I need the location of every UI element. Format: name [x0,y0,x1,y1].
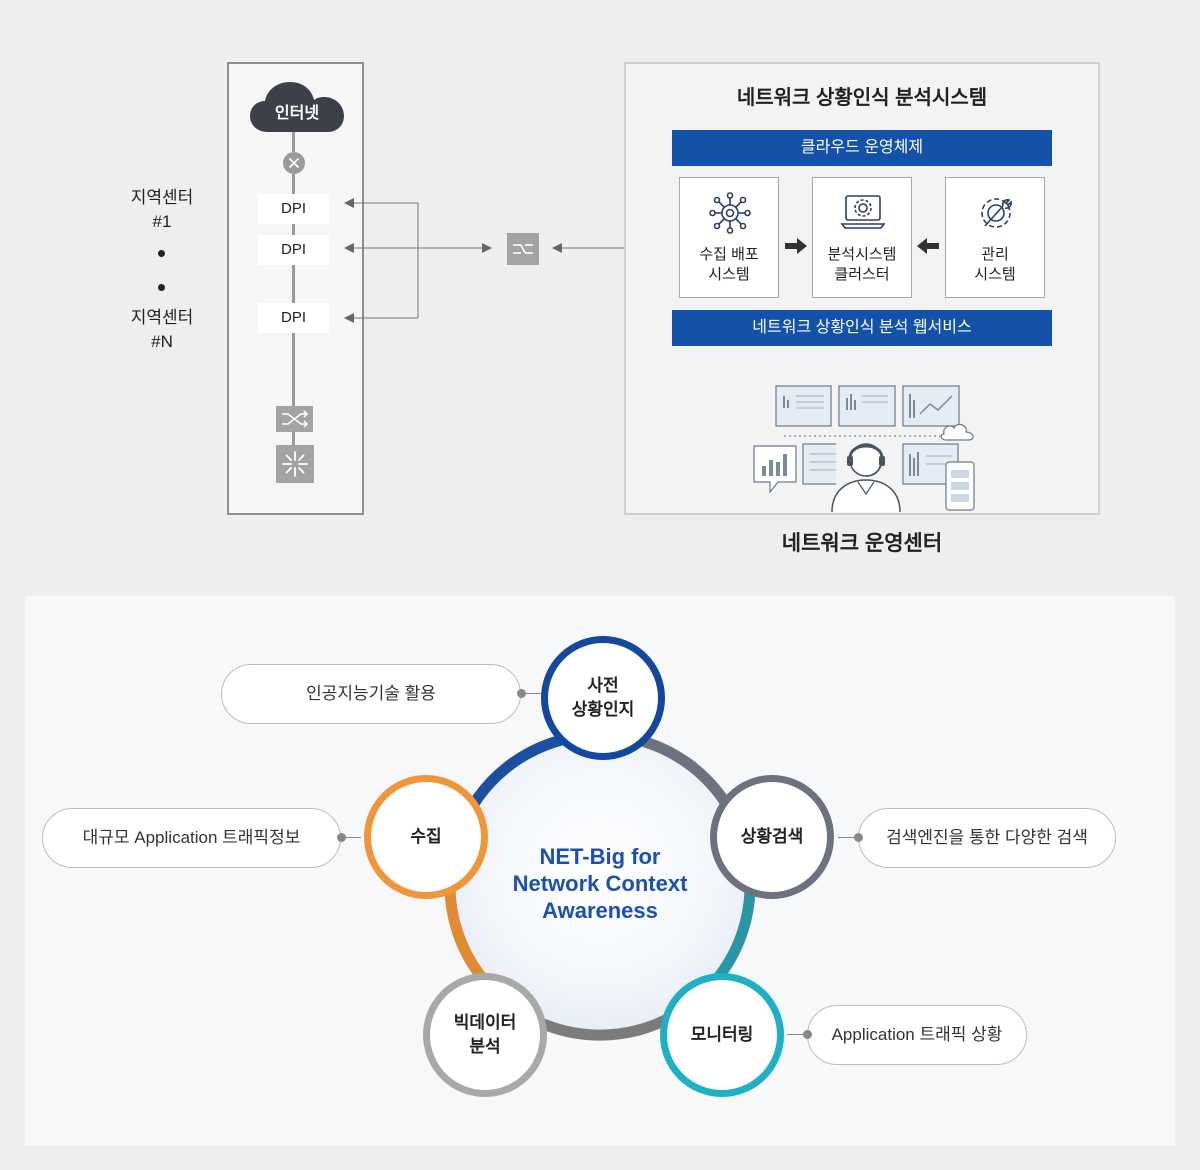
network-line [292,332,295,406]
note-connector [521,693,541,694]
note-connector-dot [517,689,526,698]
note-connector-dot [803,1030,812,1039]
operator-illustration [753,385,975,512]
network-line [292,128,295,152]
dpi-box: DPI [258,235,329,265]
internet-cloud-icon [250,82,344,132]
system-title: 네트워크 상황인식 분석시스템 [736,87,988,109]
note-connector-dot [854,833,863,842]
note-connector [787,1034,807,1035]
web-service-bar: 네트워크 상황인식 분석 웹서비스 [672,310,1052,346]
note-search-engine: 검색엔진을 통한 다양한 검색 [858,808,1116,868]
internet-label: 인터넷 [274,105,320,122]
network-line [292,264,295,304]
note-connector [838,837,858,838]
node-bigdata-analysis: 빅데이터 분석 [423,973,547,1097]
regional-network-panel [227,62,364,515]
switch-icon [276,406,313,432]
router-icon [276,445,314,483]
laptop-gear-icon [840,195,886,229]
cloud-os-bar: 클라우드 운영체제 [672,130,1052,166]
ellipsis-dot [158,284,165,291]
management-module: 관리 시스템 [945,177,1045,298]
network-line [292,224,295,236]
dpi-box: DPI [258,194,329,224]
note-connector-dot [337,833,346,842]
node-monitoring: 모니터링 [660,973,784,1097]
node-collection: 수집 [364,775,488,899]
network-line [292,430,295,446]
arrow-right-icon [785,238,807,254]
ellipsis-dot [158,250,165,257]
dpi-box: DPI [258,303,329,333]
operations-center-label: 네트워크 운영센터 [781,532,943,555]
note-connector [341,837,361,838]
block-icon [283,152,305,174]
node-predictive-awareness: 사전 상황인지 [541,636,665,760]
node-context-search: 상황검색 [710,775,834,899]
wrench-gear-icon [981,198,1012,228]
module-label: 관리 시스템 [974,246,1016,283]
note-ai-technology: 인공지능기술 활용 [221,664,521,724]
network-hub-icon [709,192,751,234]
analysis-cluster-module: 분석시스템 클러스터 [812,177,912,298]
note-traffic-information: 대규모 Application 트래픽정보 [42,808,341,868]
gateway-switch-icon [507,233,539,265]
module-label: 수집 배포 시스템 [699,246,759,283]
region-center-last-label: 지역센터 #N [130,308,194,351]
region-center-first-label: 지역센터 #1 [130,188,194,231]
center-title: NET-Big for Network Context Awareness [512,844,688,923]
arrow-left-icon [917,238,939,254]
module-label: 분석시스템 클러스터 [827,246,897,283]
network-line [292,174,295,194]
collection-distribution-module: 수집 배포 시스템 [679,177,779,298]
note-application-traffic: Application 트래픽 상황 [807,1005,1027,1065]
